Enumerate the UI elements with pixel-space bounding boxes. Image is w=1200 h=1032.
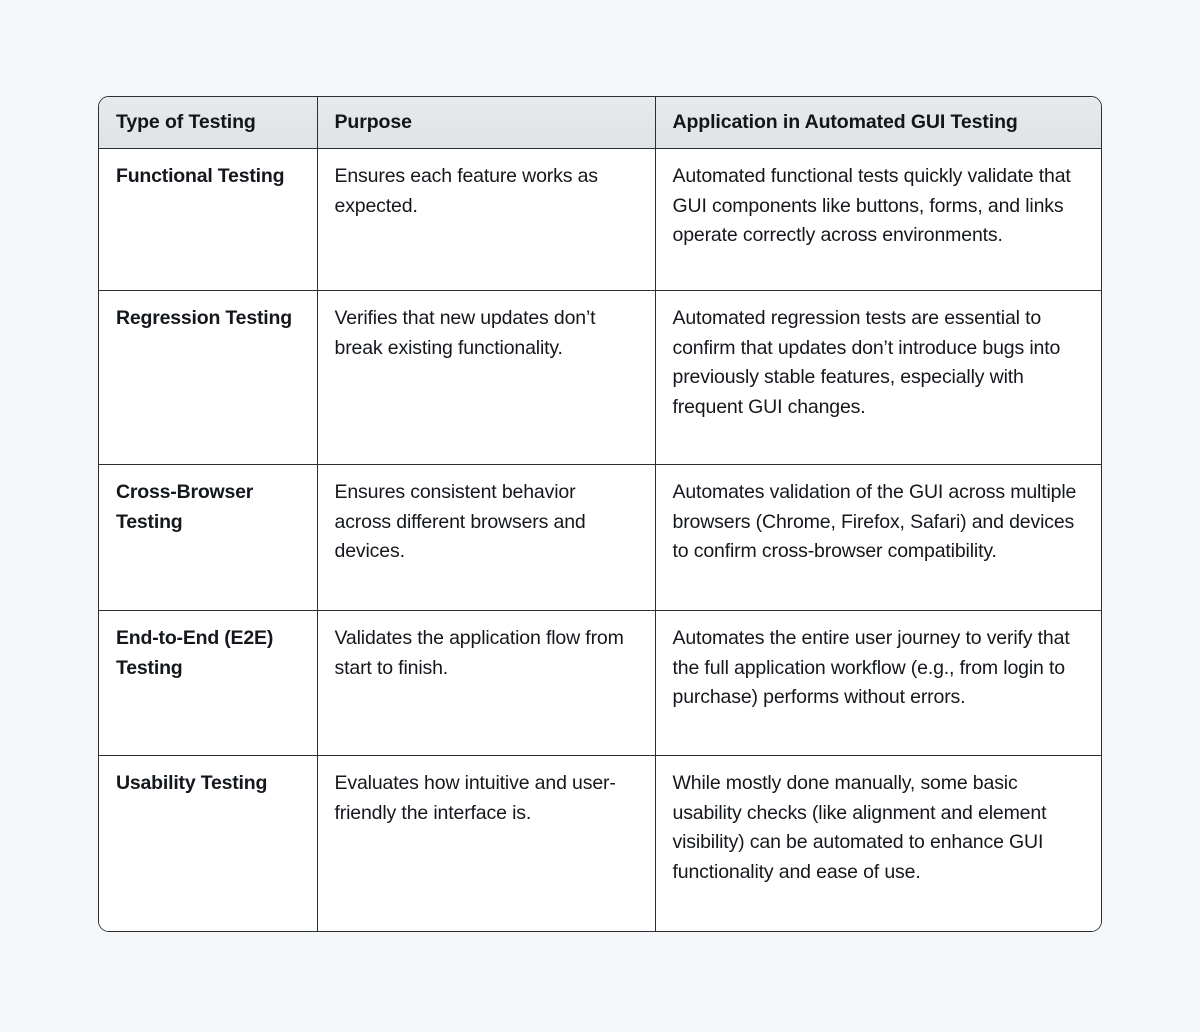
testing-types-table-container: Type of Testing Purpose Application in A… bbox=[98, 96, 1102, 932]
table-row: Regression Testing Verifies that new upd… bbox=[99, 290, 1101, 465]
cell-type-cross-browser: Cross-Browser Testing bbox=[99, 464, 318, 611]
cell-type-functional: Functional Testing bbox=[99, 148, 318, 291]
cell-application-functional: Automated functional tests quickly valid… bbox=[655, 148, 1101, 291]
table-row: Usability Testing Evaluates how intuitiv… bbox=[99, 755, 1101, 931]
cell-application-end-to-end: Automates the entire user journey to ver… bbox=[655, 610, 1101, 756]
cell-type-regression: Regression Testing bbox=[99, 290, 318, 465]
cell-application-usability: While mostly done manually, some basic u… bbox=[655, 755, 1101, 931]
column-header-application: Application in Automated GUI Testing bbox=[655, 97, 1101, 149]
table-body: Functional Testing Ensures each feature … bbox=[99, 148, 1101, 931]
cell-purpose-usability: Evaluates how intuitive and user-friendl… bbox=[317, 755, 656, 931]
table-header-row: Type of Testing Purpose Application in A… bbox=[99, 97, 1101, 149]
column-header-type-of-testing: Type of Testing bbox=[99, 97, 318, 149]
table-row: Functional Testing Ensures each feature … bbox=[99, 148, 1101, 291]
cell-type-end-to-end: End-to-End (E2E) Testing bbox=[99, 610, 318, 756]
table-row: End-to-End (E2E) Testing Validates the a… bbox=[99, 610, 1101, 756]
cell-purpose-cross-browser: Ensures consistent behavior across diffe… bbox=[317, 464, 656, 611]
cell-application-cross-browser: Automates validation of the GUI across m… bbox=[655, 464, 1101, 611]
cell-type-usability: Usability Testing bbox=[99, 755, 318, 931]
cell-purpose-end-to-end: Validates the application flow from star… bbox=[317, 610, 656, 756]
cell-purpose-functional: Ensures each feature works as expected. bbox=[317, 148, 656, 291]
column-header-purpose: Purpose bbox=[317, 97, 656, 149]
table-header: Type of Testing Purpose Application in A… bbox=[99, 97, 1101, 149]
cell-purpose-regression: Verifies that new updates don’t break ex… bbox=[317, 290, 656, 465]
cell-application-regression: Automated regression tests are essential… bbox=[655, 290, 1101, 465]
testing-types-table: Type of Testing Purpose Application in A… bbox=[99, 97, 1101, 931]
table-row: Cross-Browser Testing Ensures consistent… bbox=[99, 464, 1101, 611]
